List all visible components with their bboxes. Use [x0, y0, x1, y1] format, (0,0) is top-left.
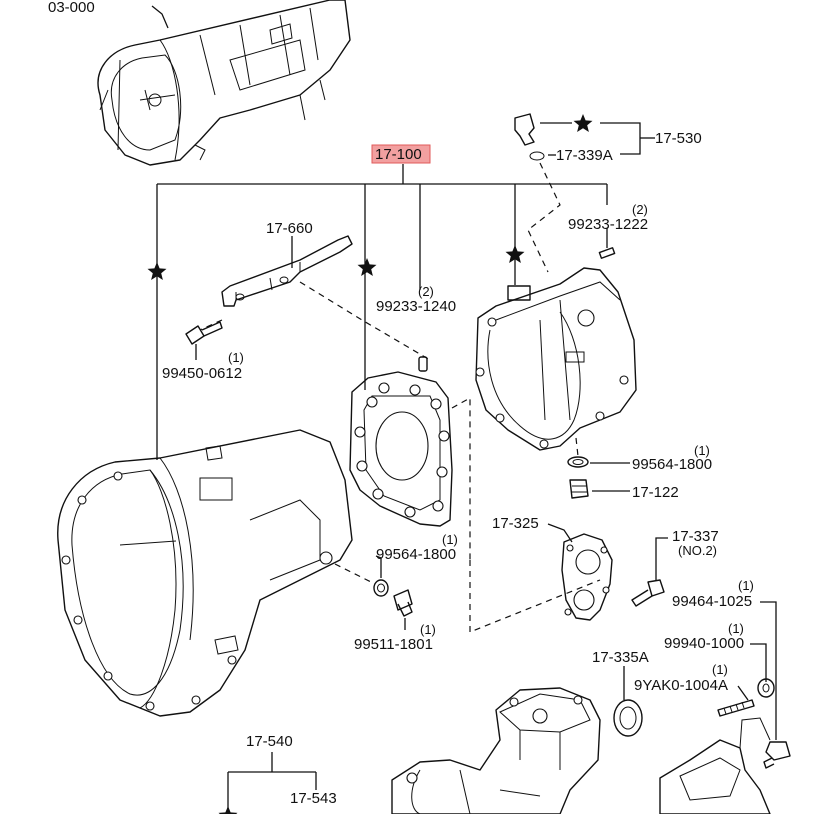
bell-housing	[57, 429, 353, 717]
label-99450-0612[interactable]: 99450-0612	[162, 365, 242, 382]
label-99233-1222[interactable]: 99233-1222	[568, 216, 648, 233]
label-17-337-no2: (NO.2)	[678, 543, 717, 558]
star-marker-1	[147, 262, 167, 280]
bolt-99450-0612	[185, 321, 223, 360]
bracket-plate-17-660	[199, 235, 431, 361]
bolt-17-337	[631, 537, 668, 607]
switch-part-17-530	[514, 113, 655, 273]
stud-9yak0-1004a	[717, 685, 755, 717]
leader-03-000	[151, 5, 169, 29]
highlight-17-100	[371, 144, 431, 164]
lever-assembly-99464-1025	[760, 601, 791, 769]
lever-housing-right	[659, 717, 771, 814]
star-marker-2	[357, 258, 377, 276]
label-99940-1000[interactable]: 99940-1000	[664, 635, 744, 652]
label-17-122[interactable]: 17-122	[632, 484, 679, 501]
label-17-100[interactable]: 17-100	[375, 146, 422, 163]
label-17-325[interactable]: 17-325	[492, 515, 539, 532]
qty-99564-1800-left: (1)	[442, 532, 458, 547]
intermediate-plate	[349, 371, 601, 633]
star-marker-4	[573, 114, 593, 132]
label-03-000[interactable]: 03-000	[48, 0, 95, 16]
washer-and-plug-17-122	[567, 456, 630, 499]
label-17-530[interactable]: 17-530	[655, 130, 702, 147]
star-marker-3	[505, 245, 525, 263]
label-99564-1800-left[interactable]: 99564-1800	[376, 546, 456, 563]
nut-99940-1000	[750, 643, 775, 698]
label-99464-1025[interactable]: 99464-1025	[672, 593, 752, 610]
qty-99450-0612: (1)	[228, 350, 244, 365]
qty-99564-1800-right: (1)	[694, 443, 710, 458]
label-17-543[interactable]: 17-543	[290, 790, 337, 807]
qty-99511-1801: (1)	[420, 622, 436, 637]
label-99564-1800-right[interactable]: 99564-1800	[632, 456, 712, 473]
washer-and-plug-99511-1801	[334, 555, 413, 630]
label-99233-1240[interactable]: 99233-1240	[376, 298, 456, 315]
qty-9yak0-1004a: (1)	[712, 662, 728, 677]
label-17-540[interactable]: 17-540	[246, 733, 293, 750]
qty-99233-1222: (2)	[632, 202, 648, 217]
label-9yak0-1004a[interactable]: 9YAK0-1004A	[634, 677, 728, 694]
pin-99233-1240	[418, 356, 428, 372]
gasket-17-325	[547, 523, 613, 621]
extension-housing	[391, 687, 601, 814]
oil-seal-17-335a	[613, 666, 643, 737]
label-17-660[interactable]: 17-660	[266, 220, 313, 237]
qty-99464-1025: (1)	[738, 578, 754, 593]
qty-99940-1000: (1)	[728, 621, 744, 636]
pin-99233-1222	[598, 228, 616, 259]
label-99511-1801[interactable]: 99511-1801	[354, 636, 433, 653]
transmission-assembly-drawing	[97, 0, 351, 166]
assembly-bracket-17-100	[156, 144, 608, 460]
qty-99233-1240: (2)	[418, 284, 434, 299]
label-17-335a[interactable]: 17-335A	[592, 649, 649, 666]
label-17-337[interactable]: 17-337	[672, 528, 719, 545]
bracket-17-540	[218, 752, 317, 814]
transmission-case-housing	[475, 267, 637, 457]
label-17-339a[interactable]: 17-339A	[556, 147, 613, 164]
